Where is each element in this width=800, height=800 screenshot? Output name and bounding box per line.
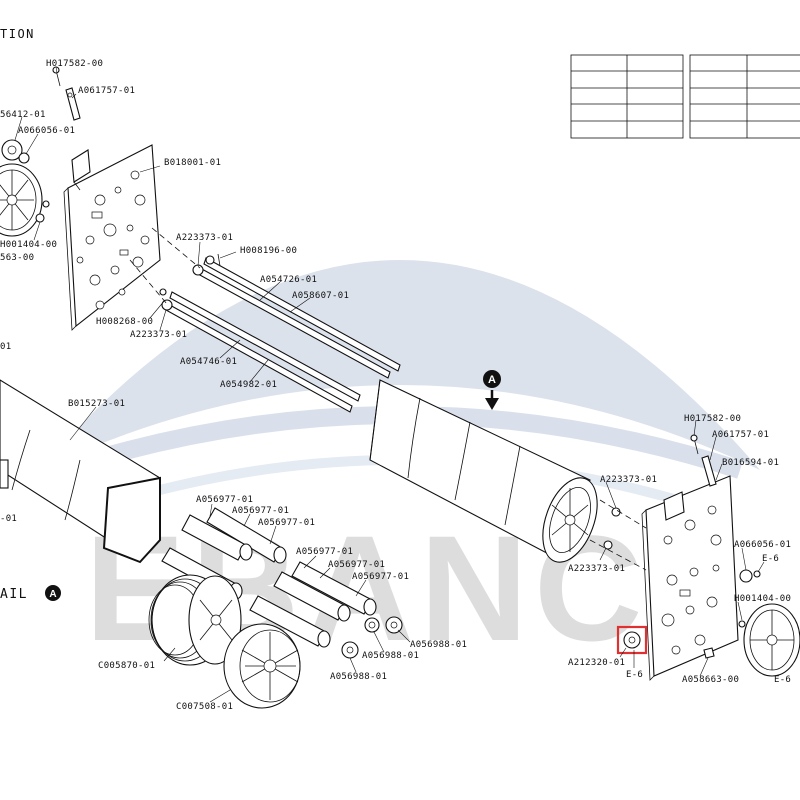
label-a056977-4: A056977-01: [296, 547, 353, 557]
upper-shaft: [192, 255, 401, 379]
label-h017582-right: H017582-00: [684, 414, 741, 424]
label-h001404-right: H001404-00: [734, 594, 791, 604]
label-edge-01-a: 01: [0, 342, 11, 352]
label-c007508: C007508-01: [176, 702, 233, 712]
label-a223373-a: A223373-01: [176, 233, 233, 243]
label-a223373-d: A223373-01: [568, 564, 625, 574]
right-side-plate: [641, 475, 739, 681]
label-a058663-left: 563-00: [0, 253, 34, 263]
label-a066056-right: A066056-01: [734, 540, 791, 550]
label-e6-c: E-6: [774, 675, 791, 685]
label-a212320[interactable]: A212320-01: [568, 658, 625, 668]
revision-table: [570, 54, 800, 139]
spoke-wheel: [223, 623, 301, 709]
main-drum: [369, 379, 598, 563]
label-a056988-1: A056988-01: [410, 640, 467, 650]
label-a056988-2: A056988-01: [362, 651, 419, 661]
right-small-gear: [739, 569, 761, 583]
label-a054726: A054726-01: [260, 275, 317, 285]
pin-h008196: [217, 253, 221, 267]
label-h001404-left: H001404-00: [0, 240, 57, 250]
label-a223373-c: A223373-01: [600, 475, 657, 485]
right-screw: [703, 647, 715, 659]
label-a056977-2: A056977-01: [232, 506, 289, 516]
label-a056977-1: A056977-01: [196, 495, 253, 505]
detail-a-label: AIL A: [0, 585, 61, 602]
label-h008268: H008268-00: [96, 317, 153, 327]
right-bracket: [663, 491, 685, 521]
label-a056977-6: A056977-01: [352, 572, 409, 582]
part-labels: H017582-00 A061757-01 56412-01 A066056-0…: [0, 59, 791, 712]
lower-shaft: [159, 288, 361, 413]
left-large-gear: [0, 163, 43, 237]
star-caps: [341, 616, 403, 659]
leader-lines: [14, 66, 765, 703]
label-a056412-left: 56412-01: [0, 110, 46, 120]
rollers-group: [161, 507, 377, 648]
label-e6-a: E-6: [762, 554, 779, 564]
label-a054982: A054982-01: [220, 380, 277, 390]
label-a054746: A054746-01: [180, 357, 237, 367]
left-side-plate: [63, 144, 161, 331]
label-a066056-left: A066056-01: [18, 126, 75, 136]
cover-tube: [0, 379, 161, 564]
ribbed-wheel: [148, 574, 242, 666]
label-h008196: H008196-00: [240, 246, 297, 256]
label-a058663-right: A058663-00: [682, 675, 739, 685]
label-a058607: A058607-01: [292, 291, 349, 301]
label-c005870: C005870-01: [98, 661, 155, 671]
label-a061757-right: A061757-01: [712, 430, 769, 440]
left-bracket: [71, 149, 91, 191]
highlighted-gear-a212320[interactable]: [616, 625, 648, 655]
left-small-gear: [1, 139, 30, 164]
left-latch: [65, 87, 81, 121]
label-a056977-5: A056977-01: [328, 560, 385, 570]
page-title-fragment: TION: [0, 27, 35, 41]
detail-marker: A: [49, 589, 56, 600]
label-a061757-left: A061757-01: [78, 86, 135, 96]
label-a056988-3: A056988-01: [330, 672, 387, 682]
detail-label-text: AIL: [0, 587, 28, 602]
label-a223373-b: A223373-01: [130, 330, 187, 340]
label-a056977-3: A056977-01: [258, 518, 315, 528]
right-large-gear: [738, 603, 800, 677]
label-edge-01-b: -01: [0, 514, 17, 524]
svg-text:A: A: [488, 374, 496, 386]
label-h017582-left: H017582-00: [46, 59, 103, 69]
detail-marker-a-top: A: [483, 370, 501, 410]
label-b015273: B015273-01: [68, 399, 125, 409]
label-b018001: B018001-01: [164, 158, 221, 168]
label-b016594: B016594-01: [722, 458, 779, 468]
label-e6-b: E-6: [626, 670, 643, 680]
